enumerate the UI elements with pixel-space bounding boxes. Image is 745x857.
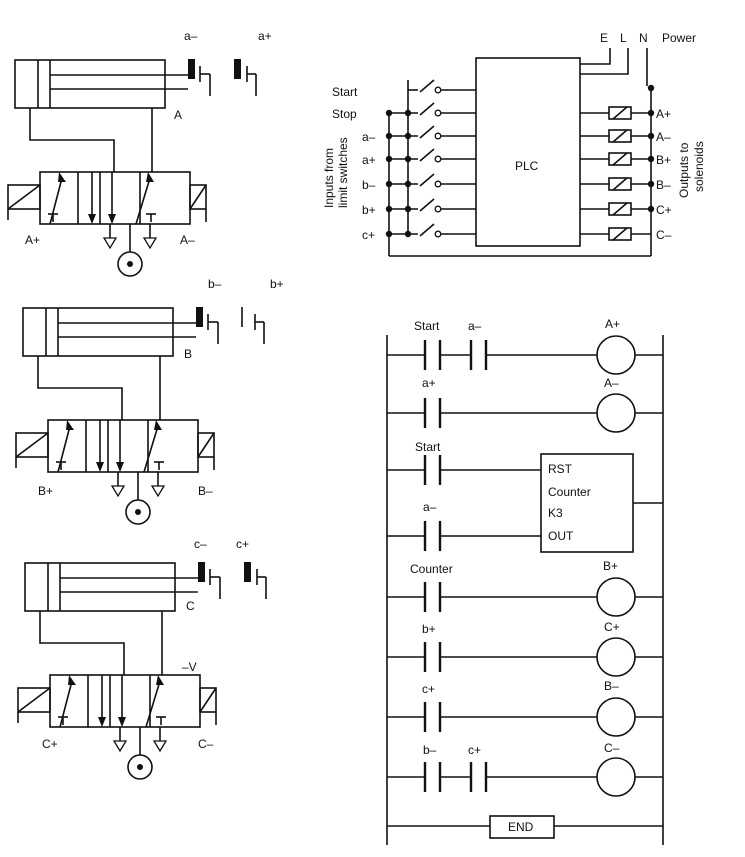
- outputs-caption-line1: Outputs to: [677, 142, 691, 198]
- counter-rst: RST: [548, 462, 573, 476]
- power-terminal-l: L: [620, 31, 627, 45]
- solenoid-left: [7, 184, 41, 210]
- input-label-a-plus: a+: [362, 153, 376, 167]
- contact-label: a–: [423, 500, 437, 514]
- limit-switch-plus: [234, 59, 241, 79]
- contact-label: a+: [422, 376, 436, 390]
- ladder-diagram: Start a– A+ a+ A– Start a– RST: [386, 317, 664, 845]
- input-switch-stop: [389, 102, 476, 117]
- counter-id: K3: [548, 506, 563, 520]
- input-label-b-minus: b–: [362, 178, 376, 192]
- output-coil-a-minus: [580, 129, 651, 143]
- input-switch-start: [408, 79, 476, 94]
- output-coil-b-plus: [580, 152, 651, 166]
- ladder-rung-6: b+ C+: [387, 620, 663, 677]
- cylinder-label: A: [174, 108, 182, 122]
- inputs-caption-line2: limit switches: [336, 137, 350, 208]
- cylinder-body: [14, 59, 166, 109]
- limit-switch-minus-label: a–: [184, 29, 198, 43]
- power-terminal-n: N: [639, 31, 648, 45]
- contact-label: Start: [415, 440, 441, 454]
- limit-switch-minus-label: b–: [208, 277, 222, 291]
- output-coil-c-minus: [580, 227, 651, 241]
- plc-output-solenoids: [580, 106, 655, 241]
- plc-input-switches: [385, 79, 476, 238]
- input-switch-a-minus: [389, 125, 476, 140]
- coil: [596, 335, 636, 375]
- ladder-end-rung: END: [387, 815, 663, 839]
- output-label-b-plus: B+: [656, 153, 671, 167]
- ladder-rung-5: Counter B+: [387, 559, 663, 617]
- solenoid-right-label: B–: [198, 484, 213, 498]
- plc-label: PLC: [515, 159, 539, 173]
- solenoid-right-label: A–: [180, 233, 195, 247]
- limit-switch-plus-label: b+: [270, 277, 284, 291]
- cylinder-label: B: [184, 347, 192, 361]
- limit-switch-minus-label: c–: [194, 537, 207, 551]
- end-label: END: [508, 820, 534, 834]
- ladder-rung-2: a+ A–: [387, 376, 663, 433]
- plc-wiring: PLC E L N Power: [322, 31, 706, 257]
- input-label-start: Start: [332, 85, 358, 99]
- cylinder-label: C: [186, 599, 195, 613]
- solenoid-right: [189, 184, 207, 210]
- coil-label: C+: [604, 620, 620, 634]
- limit-switch-plus-label: a+: [258, 29, 272, 43]
- output-coil-c-plus: [580, 202, 651, 216]
- output-label-c-minus: C–: [656, 228, 672, 242]
- limit-switch-plus-label: c+: [236, 537, 249, 551]
- solenoid-left-label: B+: [38, 484, 53, 498]
- solenoid-right-label: C–: [198, 737, 214, 751]
- output-coil-b-minus: [580, 177, 651, 191]
- valve-extra-label: –V: [182, 660, 197, 674]
- cylinder-unit-b: b– b+ B B+ B–: [15, 277, 284, 525]
- coil-label: B+: [603, 559, 618, 573]
- input-label-a-minus: a–: [362, 130, 376, 144]
- contact-label: a–: [468, 319, 482, 333]
- cam-block: [188, 59, 195, 79]
- pressure-source: [117, 251, 143, 277]
- cylinder-unit-c: c– c+ C –V C+ C–: [17, 537, 267, 780]
- contact-label: c+: [422, 682, 435, 696]
- contact-label: c+: [468, 743, 481, 757]
- coil-label: A+: [605, 317, 620, 331]
- plc-box: [475, 57, 581, 247]
- output-label-a-minus: A–: [656, 130, 671, 144]
- coil-label: A–: [604, 376, 619, 390]
- output-coil-a-plus: [580, 106, 651, 120]
- input-label-c-plus: c+: [362, 228, 375, 242]
- cam-block: [196, 307, 203, 327]
- inputs-caption-line1: Inputs from: [322, 148, 336, 208]
- cylinder-unit-a: a– a+ A: [7, 29, 272, 277]
- coil-label: C–: [604, 741, 620, 755]
- output-label-c-plus: C+: [656, 203, 672, 217]
- power-label: Power: [662, 31, 696, 45]
- outputs-caption-line2: solenoids: [692, 141, 706, 192]
- coil-label: B–: [604, 679, 619, 693]
- counter-name: Counter: [548, 485, 591, 499]
- ladder-counter-block: Start a– RST Counter K3 OUT: [387, 440, 663, 553]
- ladder-rung-7: c+ B–: [387, 679, 663, 737]
- contact-label: b–: [423, 743, 437, 757]
- contact-label: b+: [422, 622, 436, 636]
- contact-label: Counter: [410, 562, 453, 576]
- counter-out: OUT: [548, 529, 574, 543]
- output-label-a-plus: A+: [656, 107, 671, 121]
- power-terminal-e: E: [600, 31, 608, 45]
- output-label-b-minus: B–: [656, 178, 671, 192]
- cam-block: [198, 562, 205, 582]
- input-switch-b-plus: [389, 198, 476, 213]
- input-switch-b-minus: [389, 173, 476, 188]
- end-box: [489, 815, 555, 839]
- input-label-b-plus: b+: [362, 203, 376, 217]
- ladder-rung-1: Start a– A+: [387, 317, 663, 375]
- input-switch-a-plus: [389, 148, 476, 163]
- ladder-rung-8: b– c+ C–: [387, 741, 663, 797]
- solenoid-left-label: A+: [25, 233, 40, 247]
- input-label-stop: Stop: [332, 107, 357, 121]
- input-switch-c-plus: [389, 223, 476, 238]
- contact-label: Start: [414, 319, 440, 333]
- solenoid-left-label: C+: [42, 737, 58, 751]
